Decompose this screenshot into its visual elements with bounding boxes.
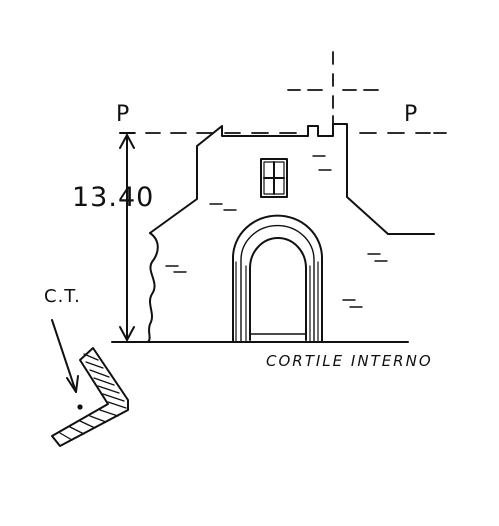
caption-label: CORTILE INTERNO	[266, 352, 433, 370]
height-value: 13.40	[72, 182, 155, 213]
point-label: C.T.	[44, 286, 81, 307]
broken-wall-edge	[147, 232, 159, 343]
window	[260, 158, 288, 198]
building-outline	[149, 123, 435, 235]
ct-pointer-arrow	[51, 319, 79, 393]
arched-doorway	[232, 214, 323, 343]
plane-label-right: P	[404, 102, 418, 127]
stone-texture-marks	[165, 155, 388, 308]
height-dimension	[119, 132, 135, 341]
ct-point-dot	[77, 404, 83, 410]
plane-label-left: P	[116, 102, 130, 127]
plan-wall-fragment	[51, 347, 129, 447]
